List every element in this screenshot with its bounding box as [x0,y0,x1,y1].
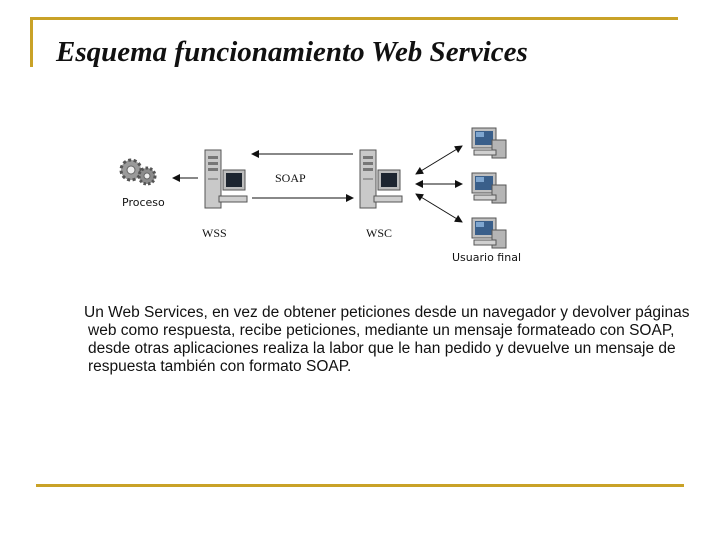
soap-label: SOAP [275,171,306,185]
arrow-client-3 [415,193,463,223]
client-computer-icon [471,172,507,204]
gear-icon [119,158,157,186]
slide-title: Esquema funcionamiento Web Services [56,36,528,68]
server-wss-icon [204,149,248,209]
wss-label: WSS [202,226,227,240]
client-computer-icon [471,127,507,159]
end-user-label: Usuario final [452,251,521,264]
frame-left-rule [30,17,33,67]
frame-top-rule [30,17,678,20]
body-paragraph: Un Web Services, en vez de obtener petic… [84,304,690,375]
web-services-diagram: Proceso WSS SOAP WSC Usuario final [110,118,540,270]
server-wsc-icon [359,149,403,209]
arrow-client-1 [415,145,463,175]
frame-bottom-rule [36,484,684,487]
wsc-label: WSC [366,226,392,240]
process-label: Proceso [122,196,165,209]
client-computer-icon [471,217,507,249]
